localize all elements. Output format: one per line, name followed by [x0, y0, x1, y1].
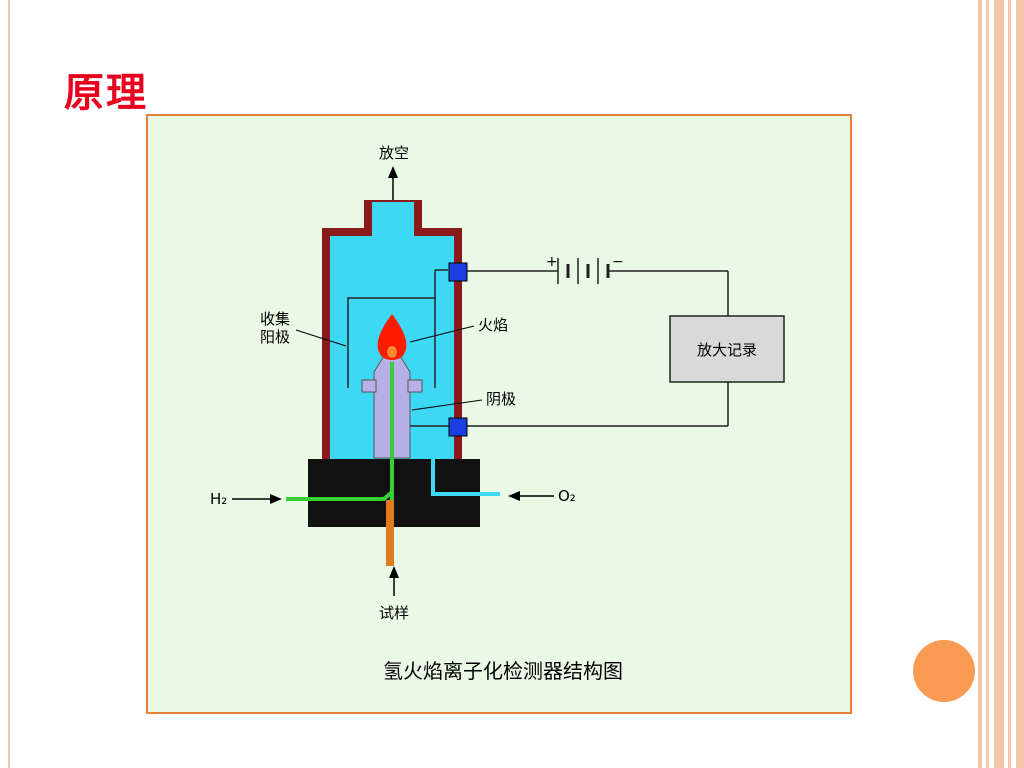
sample-arrowhead: [389, 566, 399, 578]
right-decorative-stripes: [978, 0, 1024, 768]
cathode-terminal: [448, 417, 468, 437]
cathode-label: 阴极: [486, 390, 516, 408]
left-border-line: [8, 0, 10, 768]
amplifier-recorder-box: [669, 315, 785, 383]
slide-title: 原理: [64, 70, 148, 116]
flame-leader: [409, 325, 475, 343]
h2-line: [286, 490, 394, 501]
flame-label: 火焰: [478, 316, 508, 334]
battery-plus-label: +: [546, 254, 558, 270]
battery-symbol: [552, 258, 616, 284]
collector-label-line2: 阳极: [260, 328, 290, 346]
anode-terminal: [448, 262, 468, 282]
flame-core: [387, 346, 397, 358]
o2-label: O₂: [558, 487, 576, 505]
o2-arrowhead: [508, 491, 520, 501]
o2-line: [431, 459, 500, 496]
jet-collar-right: [407, 379, 423, 393]
collector-anode: [347, 297, 436, 388]
h2-arrowhead: [270, 494, 282, 504]
collector-leader: [295, 329, 347, 347]
collector-label-line1: 收集: [260, 310, 290, 328]
sample-tube: [386, 500, 394, 566]
h2-label: H₂: [210, 490, 227, 508]
cathode-leader: [411, 399, 483, 411]
flame: [377, 314, 407, 360]
battery-minus-label: −: [612, 254, 624, 270]
vent-label: 放空: [379, 144, 409, 162]
amplifier-recorder-label: 放大记录: [697, 341, 757, 359]
diagram-caption: 氢火焰离子化检测器结构图: [383, 659, 623, 683]
diagram-frame: 放空 H₂ O₂: [146, 114, 852, 714]
decorative-orange-circle: [913, 640, 975, 702]
vent-arrowhead: [388, 166, 398, 178]
jet-collar-left: [361, 379, 377, 393]
sample-label: 试样: [379, 604, 409, 622]
fid-diagram: 放空 H₂ O₂: [210, 144, 785, 683]
